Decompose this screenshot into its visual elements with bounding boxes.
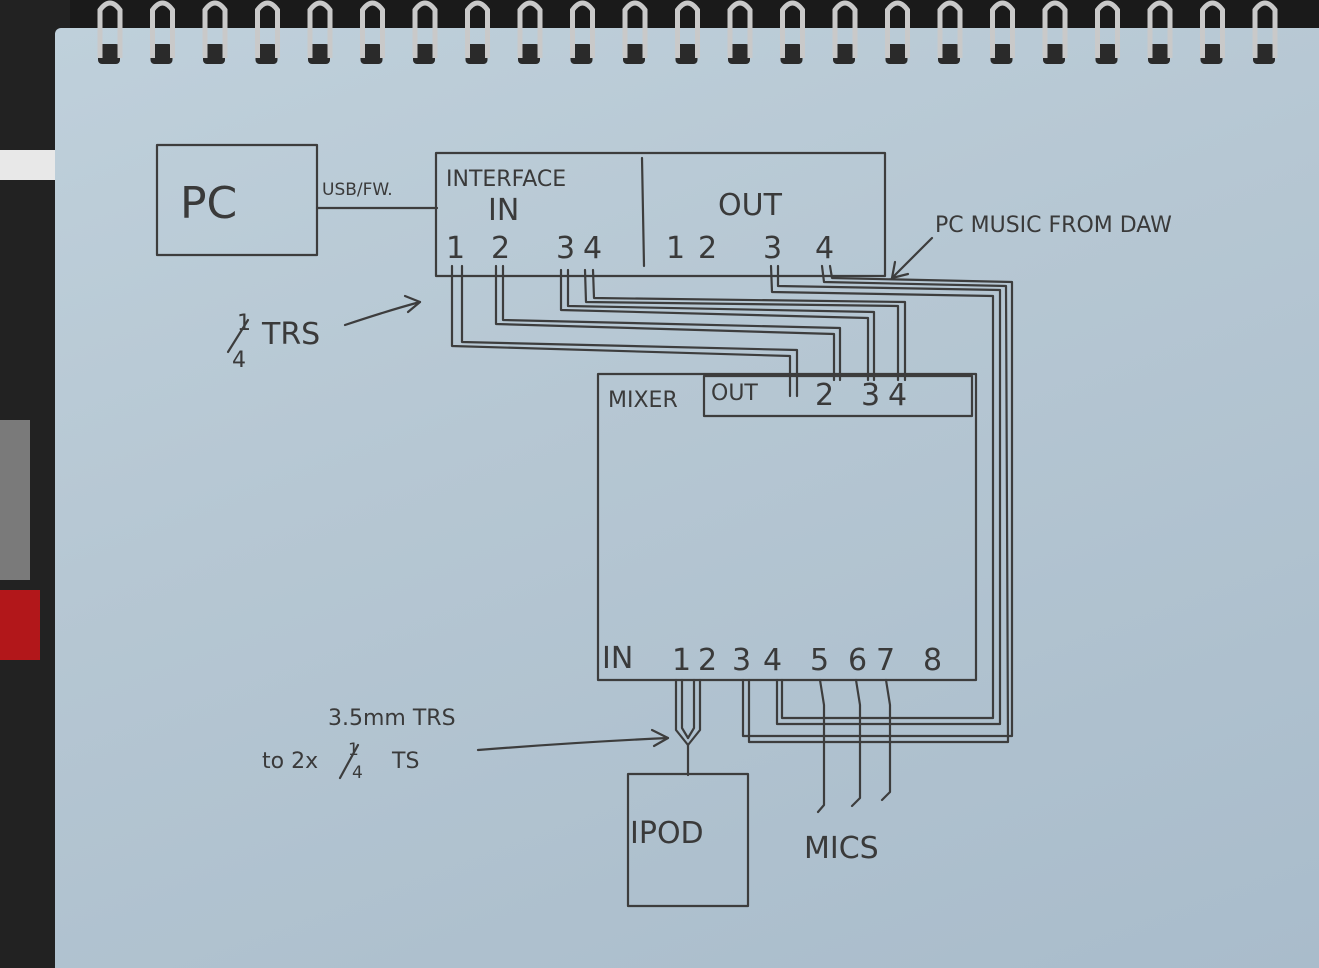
spiral-ring [1042,0,1068,64]
quarter-trs-num: 1 [237,311,251,336]
mixer-in-port-7: 7 [876,643,895,678]
mixer-in-port-2: 2 [698,643,717,678]
interface-in-port-4: 4 [583,231,602,266]
notebook-page [55,28,1319,968]
cables-interface-out-to-mixer-in [741,264,1014,744]
spiral-ring [1200,0,1225,64]
mic-cables: MICS [804,678,892,866]
mixer-out-port-2: 2 [815,378,834,413]
trs-35-annotation: 3.5mm TRS to 2x 1 4 TS [262,706,670,783]
spiral-binding [97,0,1278,64]
usb-link: USB/FW. [315,180,439,210]
spiral-ring [255,0,280,64]
trs-35-frac-num: 1 [348,740,359,760]
mixer-out-port-4: 4 [888,378,907,413]
mixer-box: MIXER OUT 2 3 4 IN 1 2 3 4 5 6 7 8 [596,372,978,682]
interface-in-port-1: 1 [446,231,465,266]
mixer-in-port-8: 8 [923,643,942,678]
spiral-ring [150,0,175,64]
mics-label: MICS [804,831,879,866]
interface-box: INTERFACE IN OUT 1 2 3 4 1 2 3 4 [434,151,887,278]
spiral-ring [937,0,963,64]
mixer-out-label: OUT [711,381,758,406]
spiral-ring [832,0,858,64]
quarter-trs-annotation: 1 4 TRS [226,294,422,373]
spiral-ring [412,0,438,64]
trs-35-frac-den: 4 [352,763,363,783]
mixer-label: MIXER [608,388,678,413]
spiral-ring [517,0,543,64]
interface-out-label: OUT [718,188,783,223]
usb-fw-label: USB/FW. [322,180,393,200]
background-strip [0,150,55,180]
cables-interface-to-mixer [450,264,907,398]
spiral-ring [675,0,700,64]
mixer-out-port-3: 3 [861,378,880,413]
spiral-ring [1252,0,1278,64]
quarter-trs-den: 4 [232,348,246,373]
interface-in-port-2: 2 [491,231,510,266]
mixer-in-label: IN [602,641,633,676]
pc-music-annotation: PC MUSIC FROM DAW [890,213,1172,280]
spiral-ring [202,0,228,64]
pc-music-label: PC MUSIC FROM DAW [935,213,1172,238]
spiral-ring [727,0,753,64]
quarter-trs-label: TRS [261,317,320,352]
interface-title: INTERFACE [446,167,566,192]
spiral-ring [97,0,123,64]
spiral-ring [885,0,910,64]
mixer-in-port-4: 4 [763,643,782,678]
mixer-in-port-6: 6 [848,643,867,678]
ipod-label: IPOD [630,816,704,851]
interface-out-port-4: 4 [815,231,834,266]
trs-35-suffix: TS [391,749,419,774]
interface-out-port-1: 1 [666,231,685,266]
spiral-ring [465,0,490,64]
interface-out-port-2: 2 [698,231,717,266]
spiral-ring [570,0,595,64]
pc-box: PC [155,143,319,257]
spiral-ring [622,0,648,64]
trs-35-line2: to 2x [262,749,318,774]
mixer-in-port-1: 1 [672,643,691,678]
pc-label: PC [180,178,237,229]
spiral-ring [1147,0,1173,64]
mixer-in-port-5: 5 [810,643,829,678]
interface-in-port-3: 3 [556,231,575,266]
spiral-ring [360,0,385,64]
spiral-ring [1095,0,1120,64]
mixer-in-port-3: 3 [732,643,751,678]
trs-35-line1: 3.5mm TRS [328,706,456,731]
interface-in-label: IN [488,193,519,228]
spiral-ring [990,0,1015,64]
ipod-box: IPOD [626,772,750,908]
spiral-ring [307,0,333,64]
spiral-ring [780,0,805,64]
ipod-cables [674,678,702,777]
background-red-object [0,590,40,660]
background-strip-gray [0,420,30,580]
interface-out-port-3: 3 [763,231,782,266]
